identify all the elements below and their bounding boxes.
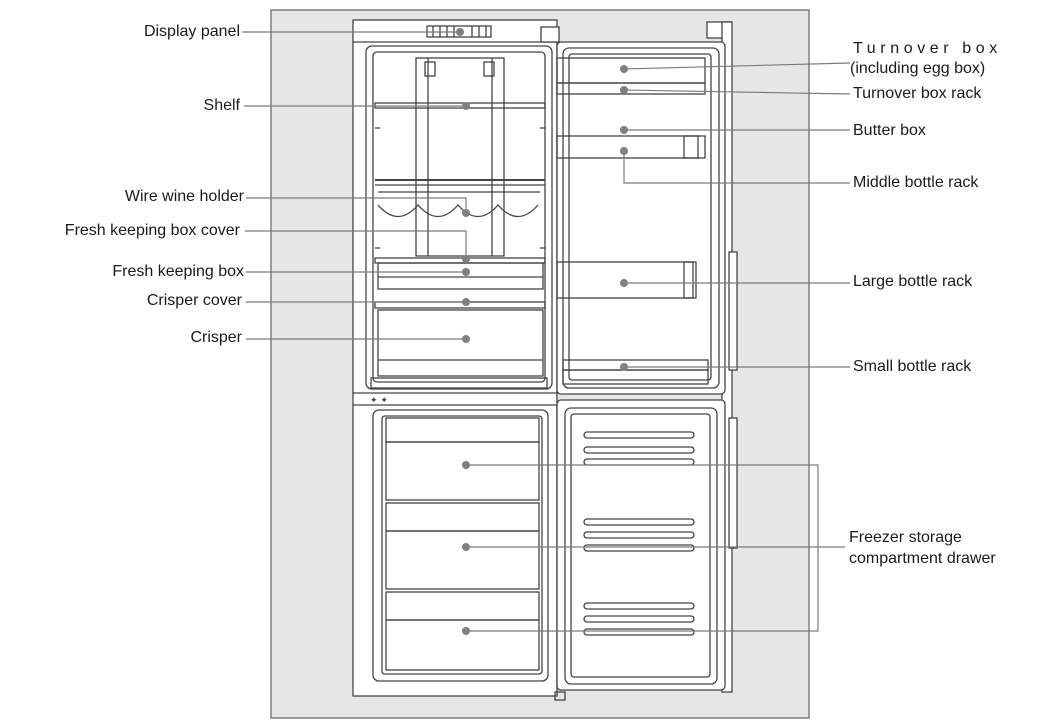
pointer-dot-small-bottle-rack	[620, 363, 628, 371]
pointer-dot-butter-box	[620, 126, 628, 134]
label-large-bottle-rack: Large bottle rack	[853, 273, 973, 290]
pointer-dot-turnover-box	[620, 65, 628, 73]
divider-symbol: ✦ ✦	[370, 396, 388, 406]
pointer-dot-shelf	[462, 102, 470, 110]
label-fresh-keeping-box-cover: Fresh keeping box cover	[64, 222, 240, 239]
pointer-dot-freezer-drawer-3	[462, 627, 470, 635]
label-display-panel: Display panel	[143, 23, 240, 40]
leader-line-freezer-drawer-1	[466, 464, 819, 632]
label-freezer-drawer: Freezer storage	[849, 529, 962, 546]
pointer-dot-fresh-keeping-box-cover	[462, 255, 470, 263]
label-turnover-box-rack: Turnover box rack	[853, 85, 982, 102]
label-butter-box: Butter box	[853, 122, 926, 139]
refrigerator-body	[352, 19, 738, 701]
pointer-dot-freezer-drawer-1	[462, 461, 470, 469]
leader-line-wire-wine-holder	[246, 197, 467, 213]
label-small-bottle-rack: Small bottle rack	[853, 358, 972, 375]
pointer-dot-middle-bottle-rack	[620, 147, 628, 155]
pointer-dot-freezer-drawer-2	[462, 543, 470, 551]
pointer-dot-crisper-cover	[462, 298, 470, 306]
pointer-dot-fresh-keeping-box	[462, 268, 470, 276]
leader-line-fresh-keeping-box-cover	[245, 230, 467, 259]
leader-line-middle-bottle-rack	[623, 151, 850, 184]
label-crisper-cover: Crisper cover	[146, 292, 242, 309]
label-wire-wine-holder: Wire wine holder	[124, 188, 244, 205]
pointer-dot-wire-wine-holder	[462, 209, 470, 217]
label-shelf: Shelf	[203, 97, 240, 114]
label-middle-bottle-rack: Middle bottle rack	[853, 174, 979, 191]
leader-line-turnover-box	[623, 62, 851, 70]
label-fresh-keeping-box: Fresh keeping box	[112, 263, 244, 280]
pointer-dot-crisper	[462, 335, 470, 343]
pointer-dot-turnover-box-rack	[620, 86, 628, 94]
pointer-dot-display-panel	[456, 28, 464, 36]
pointer-dot-large-bottle-rack	[620, 279, 628, 287]
label-freezer-drawer-sub: compartment drawer	[849, 550, 996, 567]
label-crisper: Crisper	[190, 329, 242, 346]
label-turnover-box-sub: (including egg box)	[850, 60, 986, 77]
leader-line-turnover-box-rack	[623, 89, 851, 95]
label-turnover-box: Turnover box	[853, 40, 1002, 57]
leader-lines	[242, 28, 851, 635]
